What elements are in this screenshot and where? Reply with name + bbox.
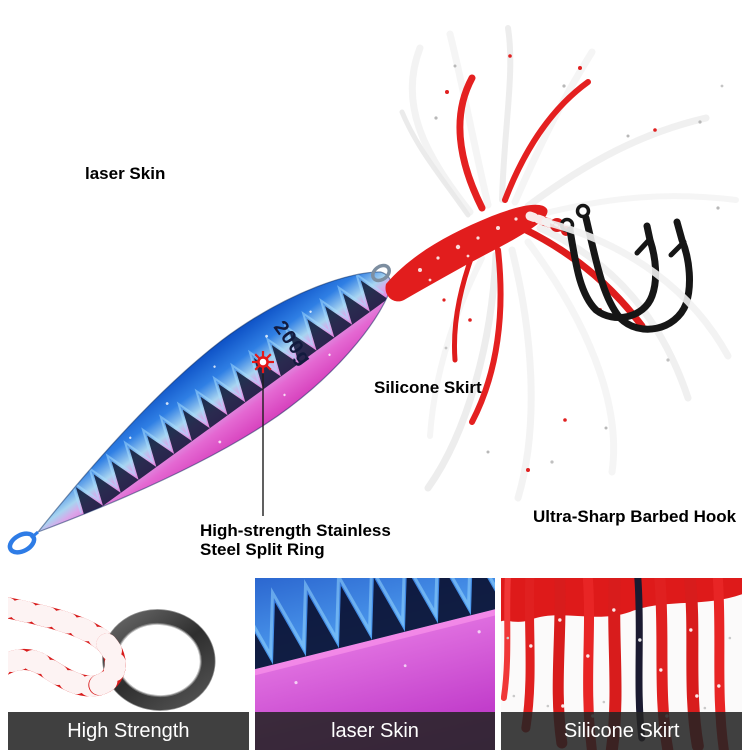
lure-illustration: 200g — [7, 25, 732, 571]
panel-label-silicone-skirt: Silicone Skirt — [563, 719, 680, 742]
feature-panel-high-strength: High Strength — [8, 578, 249, 750]
tail-split-ring — [7, 530, 39, 555]
label-silicone-skirt: Silicone Skirt — [374, 378, 482, 397]
skirt-tentacles-front — [524, 218, 732, 476]
label-split-ring: High-strength Stainless Steel Split Ring — [200, 521, 391, 559]
feature-panel-silicone-skirt: Silicone Skirt — [501, 578, 743, 750]
feature-panels: High Strength — [0, 578, 750, 750]
skirt-head — [385, 204, 548, 302]
feature-panel-laser-skin: laser Skin — [254, 578, 496, 750]
label-split-ring-line2: Steel Split Ring — [200, 540, 325, 559]
label-split-ring-line1: High-strength Stainless — [200, 521, 391, 540]
label-barbed-hook: Ultra-Sharp Barbed Hook — [533, 507, 737, 526]
panel-bar-laser-skin: laser Skin — [254, 712, 496, 750]
jig-body: 200g — [9, 238, 417, 571]
panel-label-laser-skin: laser Skin — [331, 719, 419, 742]
zigzag-pattern — [75, 280, 388, 519]
label-laser-skin: laser Skin — [85, 164, 166, 183]
panel-bar-high-strength: High Strength — [8, 712, 249, 750]
main-photo-area: 200g — [7, 25, 732, 571]
head-ring — [371, 263, 391, 283]
split-ring-callout-marker — [252, 351, 274, 373]
panel-bar-silicone-skirt: Silicone Skirt — [501, 712, 743, 750]
braided-cord-front — [88, 633, 126, 696]
panel-label-high-strength: High Strength — [67, 719, 190, 742]
